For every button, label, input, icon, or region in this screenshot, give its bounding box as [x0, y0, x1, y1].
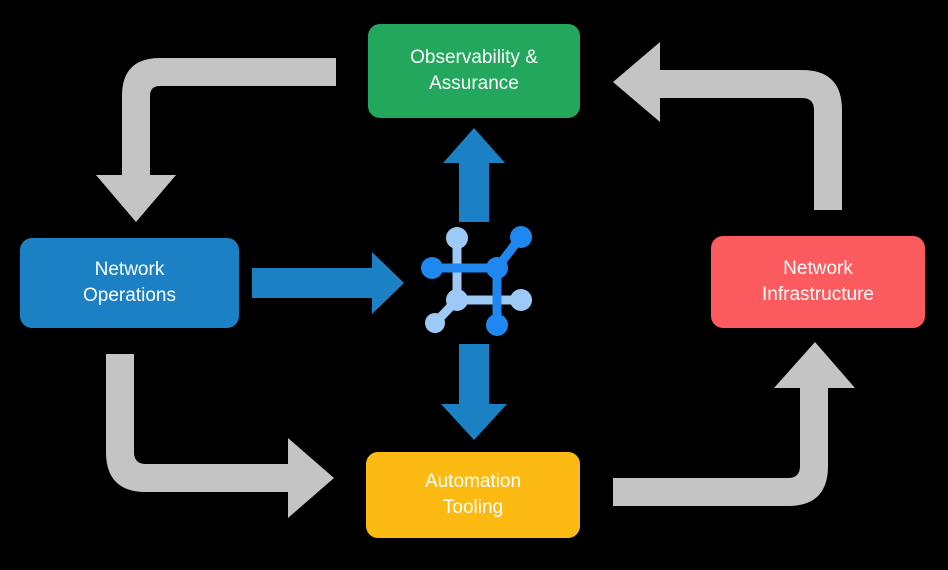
blue-arrow-core-to-automation	[441, 344, 507, 440]
network-topology-icon	[421, 226, 532, 336]
node-box-automation-tooling[interactable]: Automation Tooling	[366, 452, 580, 538]
gray-arrow-operations-to-automation	[106, 354, 334, 518]
blue-arrow-core-to-observability	[443, 128, 505, 222]
blue-arrow-operations-to-core	[252, 252, 404, 314]
node-label-observability: Observability & Assurance	[410, 47, 538, 94]
gray-arrow-infrastructure-to-observability	[613, 42, 842, 210]
node-box-network-operations[interactable]: Network Operations	[20, 238, 239, 328]
gray-arrow-automation-to-infrastructure	[613, 342, 855, 506]
node-box-network-infrastructure[interactable]: Network Infrastructure	[711, 236, 925, 328]
node-label-network-operations: Network Operations	[83, 259, 176, 306]
node-box-observability[interactable]: Observability & Assurance	[368, 24, 580, 118]
node-label-network-infrastructure: Network Infrastructure	[762, 258, 874, 305]
gray-arrow-observability-to-operations	[96, 58, 336, 222]
node-label-automation-tooling: Automation Tooling	[424, 471, 522, 518]
